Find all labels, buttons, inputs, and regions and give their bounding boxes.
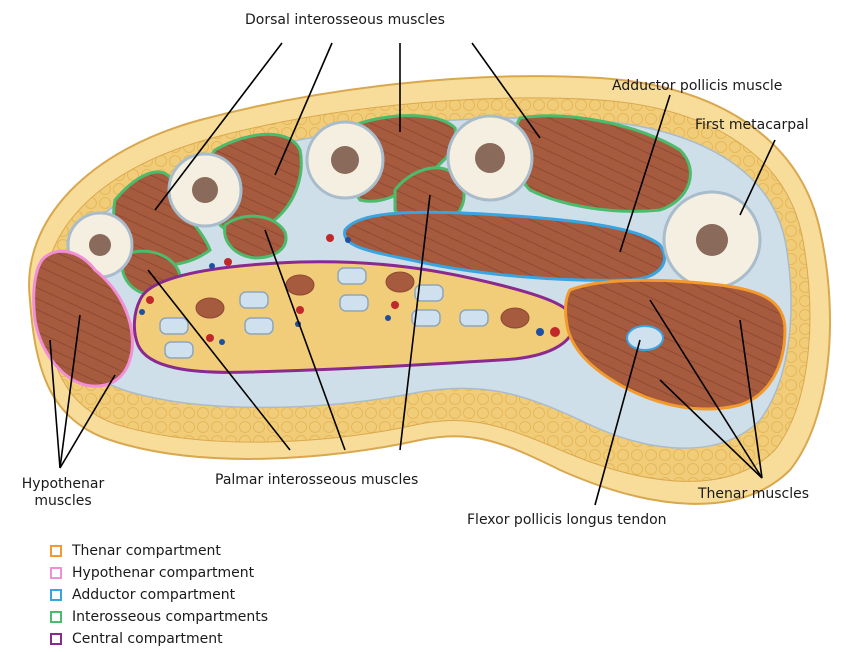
- label-adductor-pollicis: Adductor pollicis muscle: [612, 78, 782, 95]
- label-palmar-interosseous: Palmar interosseous muscles: [215, 472, 418, 489]
- label-hypothenar-muscles: Hypothenar muscles: [8, 476, 118, 510]
- legend-label-hypothenar: Hypothenar compartment: [72, 565, 254, 581]
- label-hypothenar-line2: muscles: [8, 493, 118, 510]
- label-first-metacarpal: First metacarpal: [695, 117, 809, 134]
- label-thenar-muscles: Thenar muscles: [698, 486, 809, 503]
- legend-label-adductor: Adductor compartment: [72, 587, 235, 603]
- legend-item-hypothenar: Hypothenar compartment: [50, 562, 268, 584]
- legend-swatch-hypothenar: [50, 567, 62, 579]
- legend-label-interosseous: Interosseous compartments: [72, 609, 268, 625]
- legend-swatch-adductor: [50, 589, 62, 601]
- legend-item-thenar: Thenar compartment: [50, 540, 268, 562]
- legend-item-interosseous: Interosseous compartments: [50, 606, 268, 628]
- compartment-legend: Thenar compartment Hypothenar compartmen…: [50, 540, 268, 650]
- label-flexor-pollicis-longus: Flexor pollicis longus tendon: [467, 512, 667, 529]
- label-dorsal-interosseous: Dorsal interosseous muscles: [245, 12, 445, 29]
- legend-item-adductor: Adductor compartment: [50, 584, 268, 606]
- label-hypothenar-line1: Hypothenar: [8, 476, 118, 493]
- flexor-pollicis-longus-tendon: [627, 326, 663, 350]
- legend-swatch-interosseous: [50, 611, 62, 623]
- legend-swatch-central: [50, 633, 62, 645]
- legend-label-central: Central compartment: [72, 631, 223, 647]
- legend-item-central: Central compartment: [50, 628, 268, 650]
- legend-label-thenar: Thenar compartment: [72, 543, 221, 559]
- legend-swatch-thenar: [50, 545, 62, 557]
